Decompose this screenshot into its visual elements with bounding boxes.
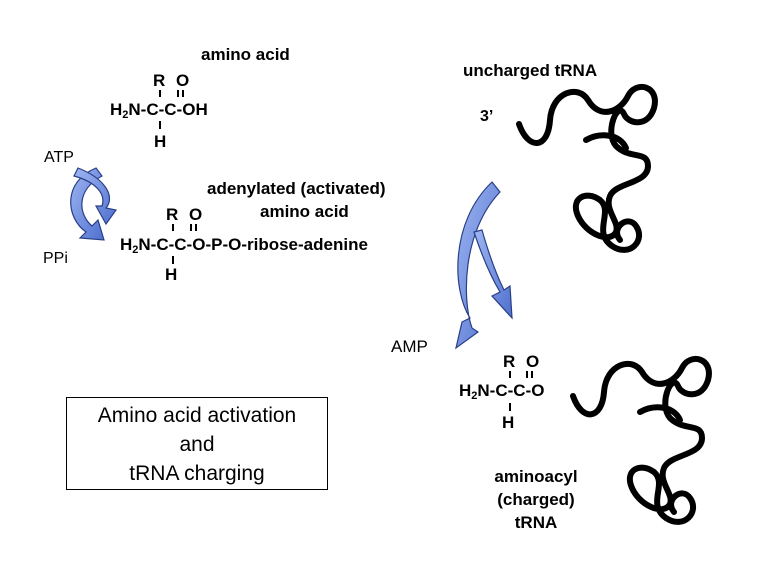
bond-single bbox=[159, 90, 161, 97]
atp-ppi-arrows bbox=[70, 167, 118, 241]
formula-part: N-C-C-O-P-O-ribose-adenine bbox=[138, 235, 368, 254]
formula-main-row: H2N-C-C-O-P-O-ribose-adenine bbox=[120, 235, 368, 256]
bond-double-b bbox=[531, 371, 533, 378]
formula-bottom-row: H bbox=[154, 132, 167, 151]
amino-acid-label: amino acid bbox=[201, 45, 290, 64]
curved-arrow-right bbox=[73, 167, 118, 226]
aminoacyl-trna-label: aminoacyl (charged) tRNA bbox=[486, 465, 586, 534]
title-line1: Amino acid activation bbox=[97, 404, 297, 427]
charged-trna-icon bbox=[570, 356, 712, 525]
bond-single bbox=[509, 403, 511, 411]
title-box: Amino acid activation and tRNA charging bbox=[66, 397, 328, 490]
formula-top-row: R O bbox=[166, 205, 206, 224]
amp-arrows bbox=[455, 181, 513, 350]
formula-bottom-row: H bbox=[165, 265, 178, 284]
formula-bottom-row: H bbox=[502, 413, 515, 432]
bond-single bbox=[172, 256, 174, 264]
bond-single bbox=[509, 371, 511, 378]
formula-top-row: R O bbox=[153, 71, 193, 90]
formula-main-row: H2N-C-C-OH bbox=[110, 100, 208, 121]
title-line3: tRNA charging bbox=[129, 462, 265, 485]
formula-subscript: 2 bbox=[132, 244, 139, 256]
bond-double-a bbox=[177, 90, 179, 97]
formula-main-row: H2N-C-C-O bbox=[459, 381, 545, 402]
three-prime-label: 3’ bbox=[480, 108, 494, 125]
curved-arrow-to-charged-trna bbox=[473, 229, 513, 320]
title-line2: and bbox=[179, 433, 215, 456]
formula-top-row: R O bbox=[503, 352, 543, 371]
formula-part: N-C-C-OH bbox=[128, 100, 208, 119]
formula-subscript: 2 bbox=[471, 390, 478, 402]
bond-double-b bbox=[182, 90, 184, 97]
uncharged-trna-label: uncharged tRNA bbox=[463, 61, 598, 80]
bond-double-b bbox=[195, 224, 197, 231]
bond-double-a bbox=[190, 224, 192, 231]
ppi-label: PPi bbox=[43, 250, 68, 267]
adenylated-label-line1: adenylated (activated) bbox=[207, 179, 386, 198]
aminoacyl-label-line2: (charged) bbox=[497, 490, 575, 509]
adenylated-label-line2: amino acid bbox=[260, 202, 349, 221]
amp-label: AMP bbox=[391, 337, 428, 356]
formula-part: H bbox=[459, 381, 472, 400]
formula-subscript: 2 bbox=[122, 109, 129, 121]
aminoacyl-label-line3: tRNA bbox=[514, 513, 558, 532]
bond-single bbox=[159, 121, 161, 129]
uncharged-trna-icon bbox=[516, 84, 658, 253]
formula-part: N-C-C-O bbox=[477, 381, 545, 400]
bond-double-a bbox=[526, 371, 528, 378]
aminoacyl-label-line1: aminoacyl bbox=[494, 467, 578, 486]
curved-arrow-left bbox=[70, 167, 105, 241]
formula-part: H bbox=[110, 100, 123, 119]
bond-single bbox=[172, 224, 174, 231]
atp-label: ATP bbox=[44, 149, 74, 166]
formula-part: H bbox=[120, 235, 133, 254]
